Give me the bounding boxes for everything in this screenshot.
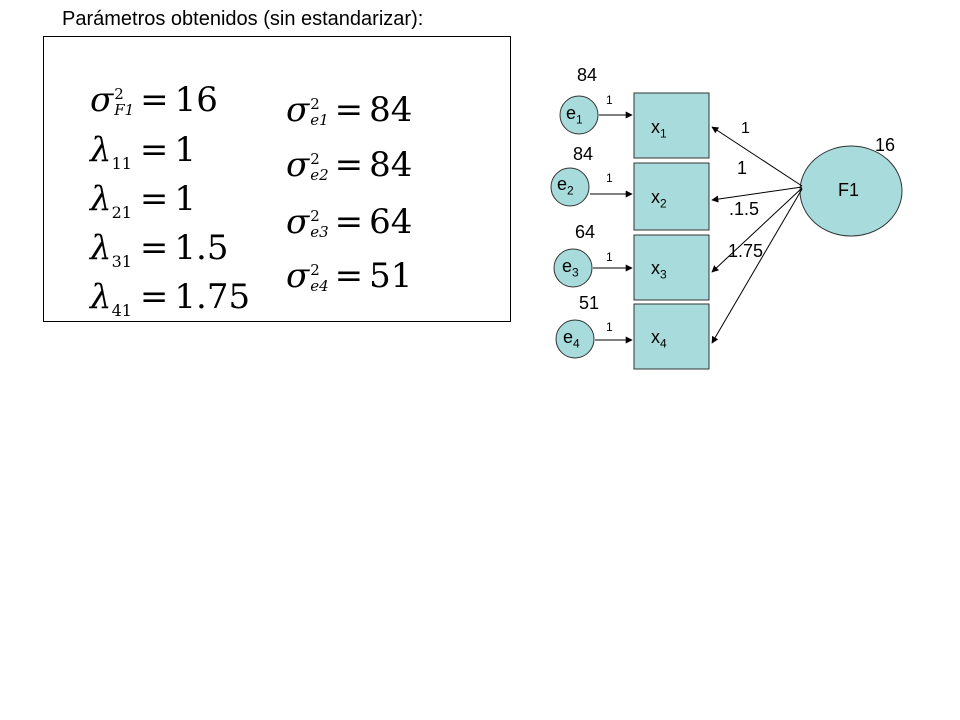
error-path-label-e4: 1 [606, 320, 613, 334]
error-circle-e4 [555, 319, 595, 359]
error-variance-e2: 84 [573, 144, 594, 164]
indicator-box-x3 [633, 234, 710, 301]
error-label-e4: e4 [563, 327, 580, 351]
error-path-label-e2: 1 [606, 171, 613, 185]
lambda-11-equation: λ11=1 [90, 130, 197, 173]
loading-label-x1: 1 [741, 120, 750, 137]
indicator-label-x2: x2 [651, 187, 667, 211]
error-circle-e1 [559, 95, 599, 135]
indicator-box-x2 [633, 162, 710, 231]
error-label-e1: e1 [566, 103, 583, 127]
indicator-label-x4: x4 [651, 327, 667, 351]
indicator-box-x4 [633, 303, 710, 370]
indicator-box-x1 [633, 92, 710, 159]
error-variance-e1: 84 [577, 65, 598, 85]
page-title: Parámetros obtenidos (sin estandarizar): [62, 8, 424, 30]
lambda-31-equation: λ31=1.5 [90, 228, 229, 271]
indicator-label-x3: x3 [651, 258, 667, 282]
factor-variance: 16 [875, 135, 896, 155]
loading-arrow-x1 [711, 126, 803, 187]
loading-arrow-x3 [711, 187, 803, 273]
error-variance-e4: 51 [579, 293, 600, 313]
loading-label-x3: .1.5 [729, 199, 760, 219]
loading-arrow-x4 [711, 188, 803, 344]
loading-label-x2: 1 [737, 158, 748, 178]
loading-label-x4: 1.75 [728, 241, 764, 261]
error-variance-e3: 64 [575, 222, 596, 242]
error-circle-e3 [553, 248, 593, 288]
error-path-label-e3: 1 [606, 250, 613, 264]
indicator-label-x1: x1 [651, 117, 667, 141]
factor-ellipse-f1 [799, 145, 903, 237]
loading-arrow-x2 [711, 186, 803, 203]
error-label-e3: e3 [562, 256, 579, 280]
error-circle-e2 [550, 167, 590, 207]
error-label-e2: e2 [557, 174, 574, 198]
lambda-21-equation: λ21=1 [90, 179, 197, 222]
factor-label-f1: F1 [838, 180, 860, 200]
error-path-label-e1: 1 [606, 93, 613, 107]
lambda-41-equation: λ41=1.75 [90, 277, 251, 320]
